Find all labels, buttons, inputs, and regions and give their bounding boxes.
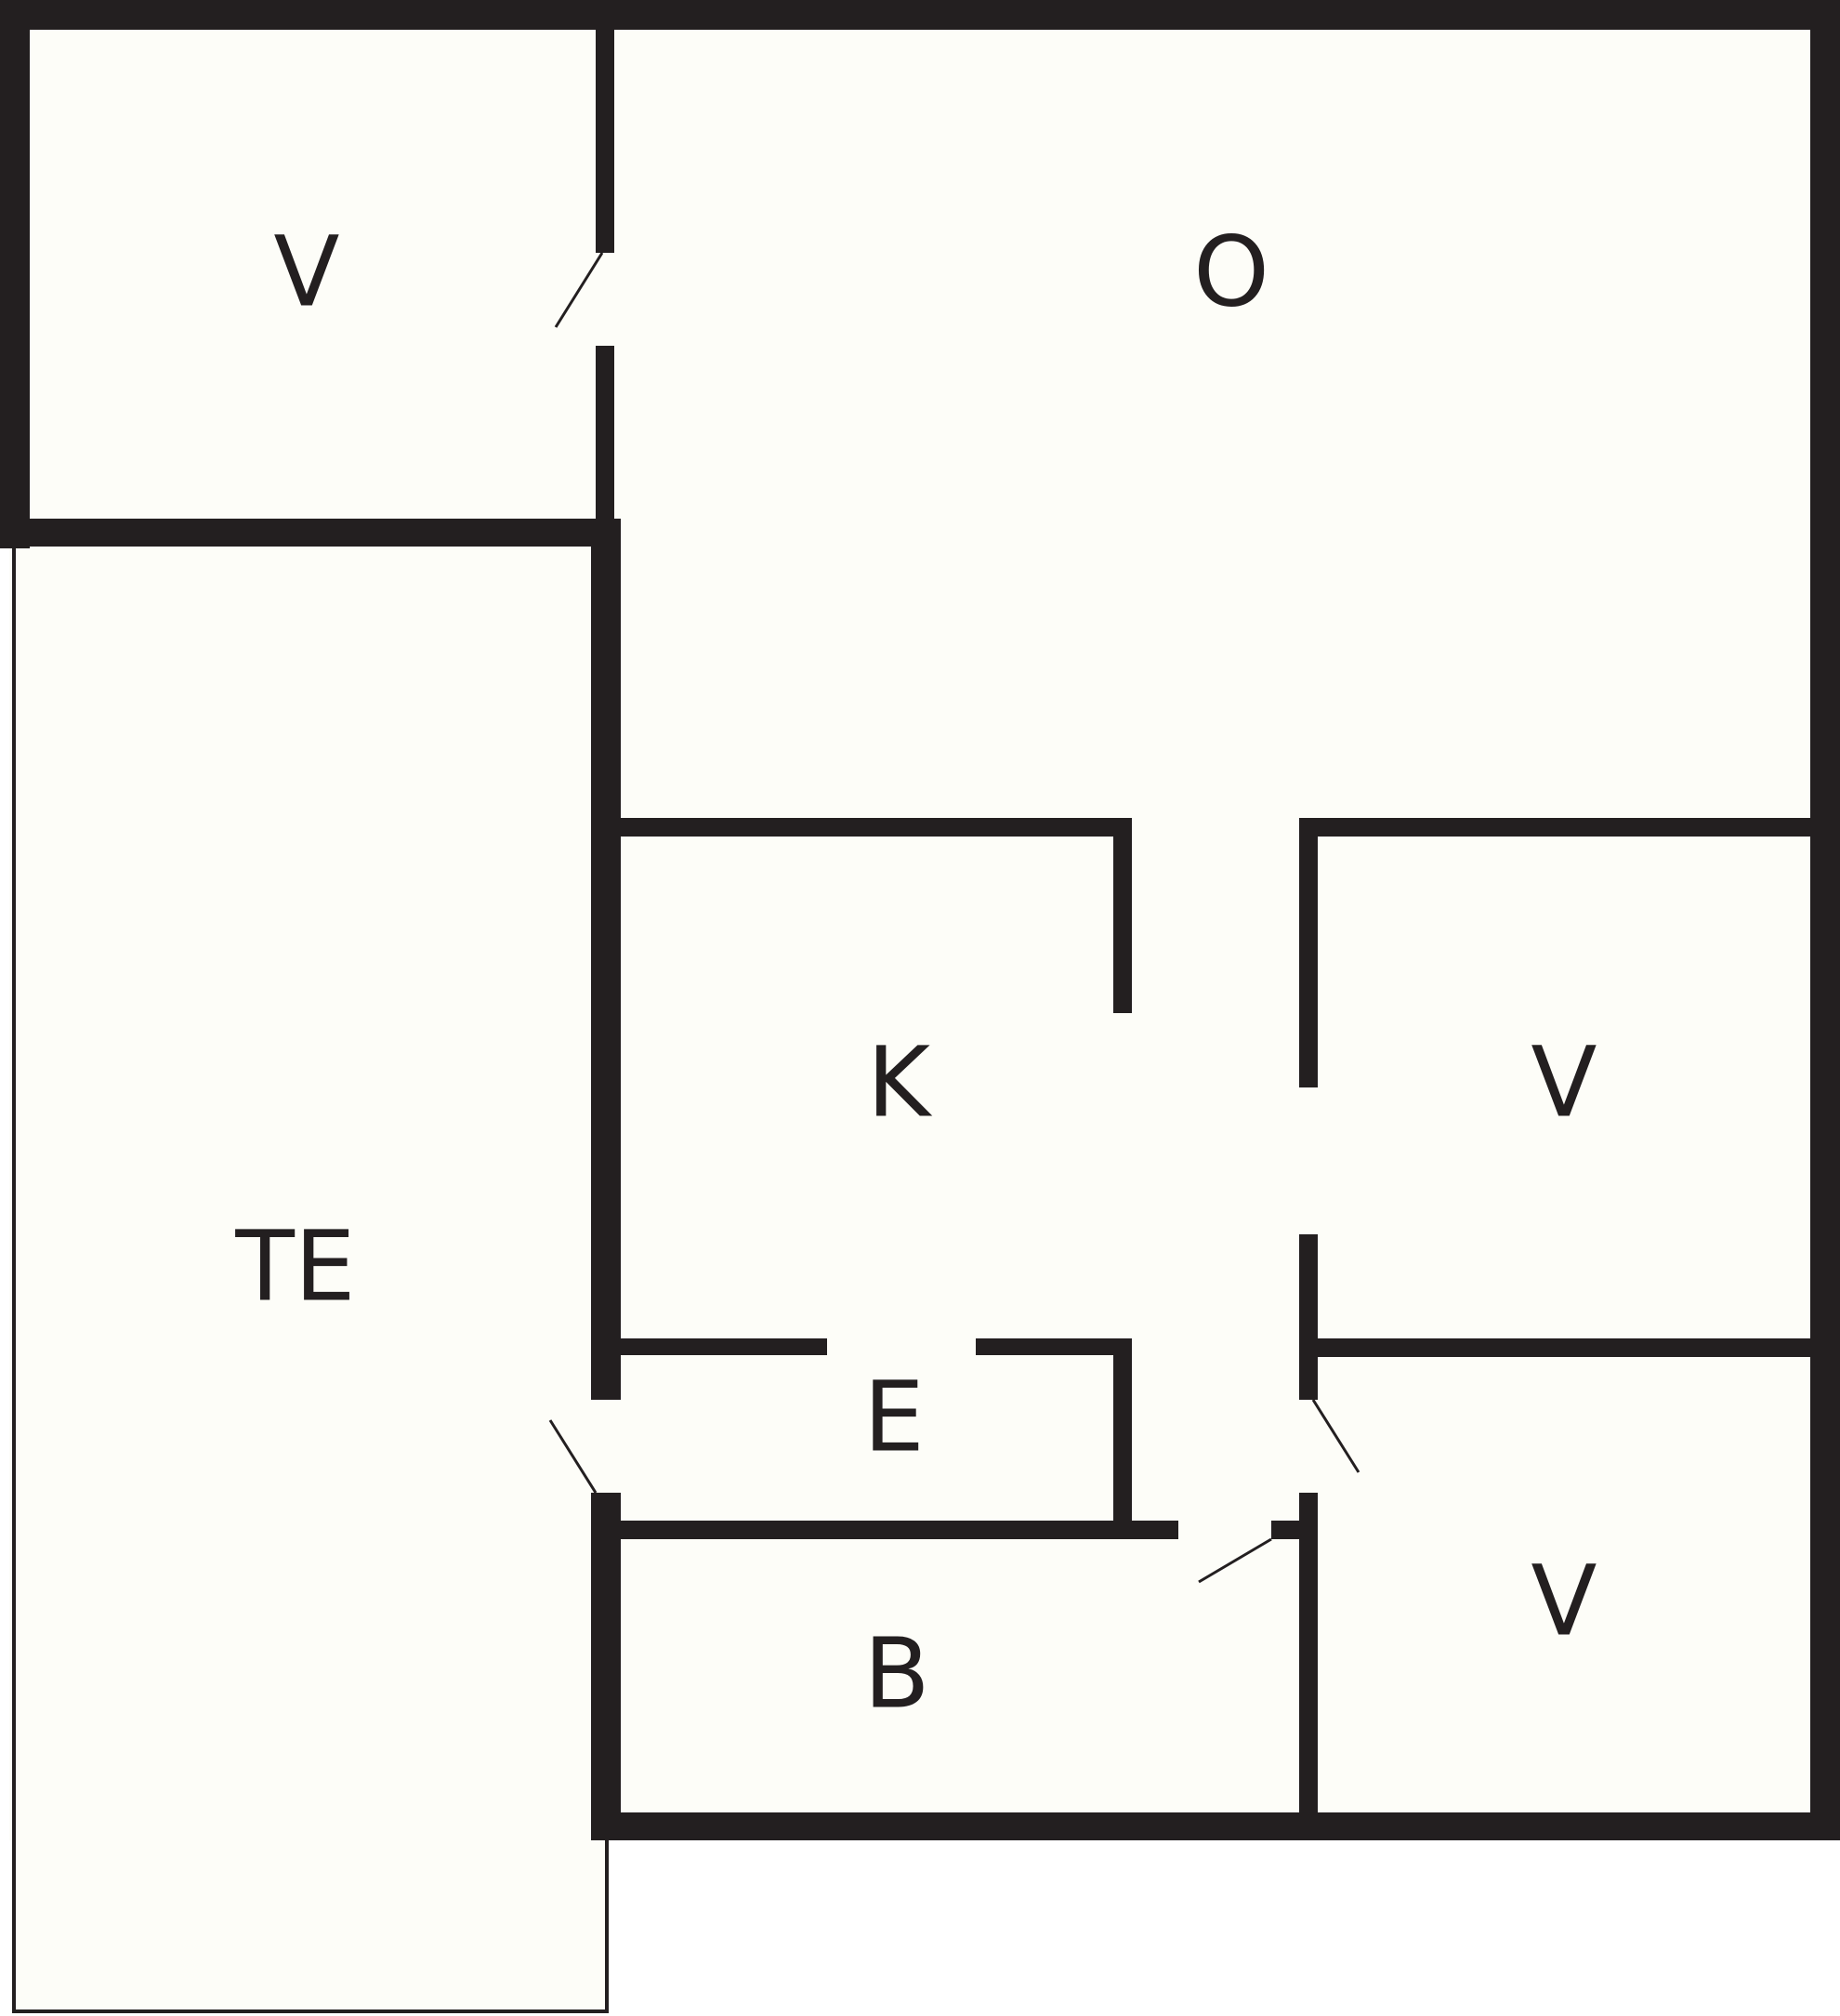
wall-v-v-divider bbox=[1308, 1338, 1820, 1357]
wall-v-o-lower bbox=[596, 346, 614, 532]
room-label-k: K bbox=[867, 1025, 933, 1139]
wall-b-door-stub bbox=[1271, 1521, 1318, 1539]
wall-left-main-upper bbox=[591, 519, 621, 1400]
door-swing-hall-v bbox=[1311, 1399, 1360, 1473]
terrace-outline bbox=[12, 539, 609, 2013]
room-label-te: TE bbox=[234, 1209, 355, 1323]
wall-right bbox=[1810, 0, 1840, 1840]
wall-hall-right-middle bbox=[1299, 1234, 1318, 1400]
door-swing-v-top bbox=[554, 252, 604, 328]
wall-hall-right-upper bbox=[1299, 818, 1318, 1087]
door-swing-b bbox=[1198, 1537, 1272, 1584]
wall-left-main-lower bbox=[591, 1493, 621, 1840]
wall-k-right-stub bbox=[1113, 818, 1132, 1013]
wall-v-right-top bbox=[1299, 818, 1820, 837]
room-label-v-top: V bbox=[273, 215, 339, 328]
wall-e-b-divider bbox=[613, 1521, 1178, 1539]
room-label-v-bottom: V bbox=[1531, 1544, 1597, 1657]
terrace-floor bbox=[14, 539, 605, 2009]
room-label-b: B bbox=[863, 1616, 929, 1730]
wall-k-top bbox=[613, 818, 1132, 837]
wall-v-o-upper bbox=[596, 19, 614, 253]
wall-left-top bbox=[0, 0, 30, 548]
wall-e-top-left bbox=[613, 1338, 827, 1355]
room-label-o: O bbox=[1193, 215, 1269, 328]
wall-bottom bbox=[592, 1812, 1840, 1840]
wall-top bbox=[0, 0, 1840, 30]
door-swing-te-e bbox=[548, 1419, 598, 1494]
room-label-v-right: V bbox=[1531, 1025, 1597, 1139]
wall-hall-right-lower bbox=[1299, 1493, 1318, 1840]
wall-e-right bbox=[1113, 1338, 1132, 1534]
room-label-e: E bbox=[863, 1360, 925, 1473]
wall-e-top-right bbox=[976, 1338, 1132, 1355]
wall-v-top-bottom bbox=[0, 519, 621, 547]
